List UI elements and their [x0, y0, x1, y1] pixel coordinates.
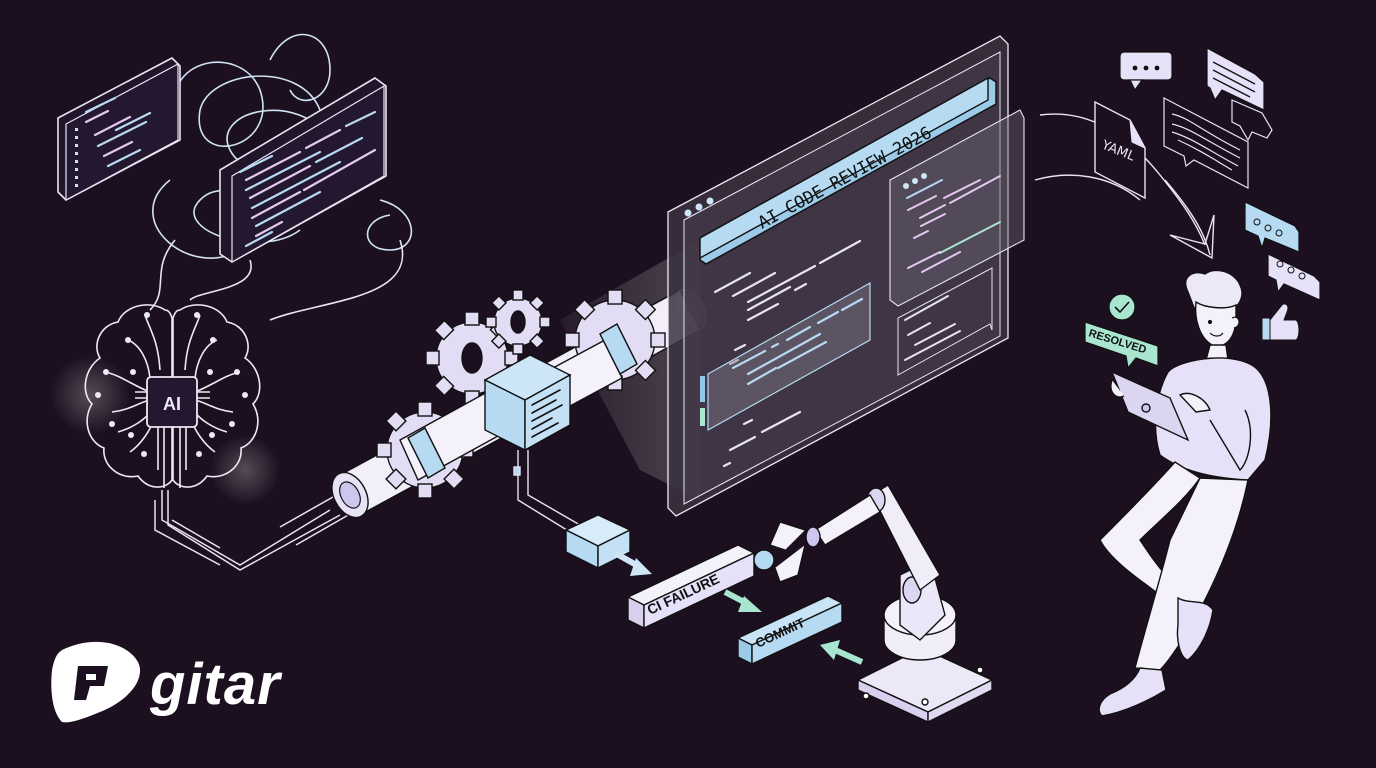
chat-bubble-text	[1206, 46, 1273, 142]
ci-failure-block	[626, 544, 756, 630]
chat-bubble-blue	[1244, 201, 1300, 253]
chat-bubble-dots	[1119, 51, 1173, 92]
tangled-screens	[149, 33, 413, 321]
gitar-logo-text: gitar	[149, 652, 283, 717]
person-illustration	[1098, 269, 1272, 717]
person-face	[1207, 316, 1240, 337]
code-screen-left	[57, 57, 181, 202]
side-panel-code	[904, 175, 1001, 361]
arrow-from-robot	[833, 647, 864, 665]
big-arrow-head	[1169, 214, 1215, 260]
highlighted-code-block	[700, 281, 871, 432]
review-banner	[699, 76, 997, 265]
code-screen-right	[219, 77, 387, 264]
thumbs-up-icon	[1261, 303, 1300, 341]
cube-cables	[513, 450, 581, 536]
code-lines	[713, 239, 862, 468]
circuit-traces	[154, 490, 351, 571]
code-review-panel	[667, 35, 1025, 517]
flow-curves	[1034, 113, 1211, 256]
ai-chip-label: AI	[163, 394, 181, 414]
robot-gripper	[753, 521, 806, 583]
yaml-file-icon	[1094, 100, 1147, 200]
ai-chip	[146, 376, 198, 428]
arrow-head	[630, 558, 652, 576]
gitar-logo	[51, 641, 141, 723]
commit-block	[736, 595, 844, 666]
arrow-head	[820, 640, 840, 660]
resolved-badge	[1084, 293, 1159, 370]
robot-arm	[805, 484, 994, 724]
processing-cube	[483, 354, 572, 452]
ai-brain	[50, 304, 280, 505]
arrow-head	[738, 596, 762, 612]
small-box	[564, 514, 632, 570]
chat-bubble-scribble	[1163, 97, 1249, 189]
window-dots	[684, 173, 927, 217]
chat-bubble-lavender	[1267, 253, 1321, 301]
